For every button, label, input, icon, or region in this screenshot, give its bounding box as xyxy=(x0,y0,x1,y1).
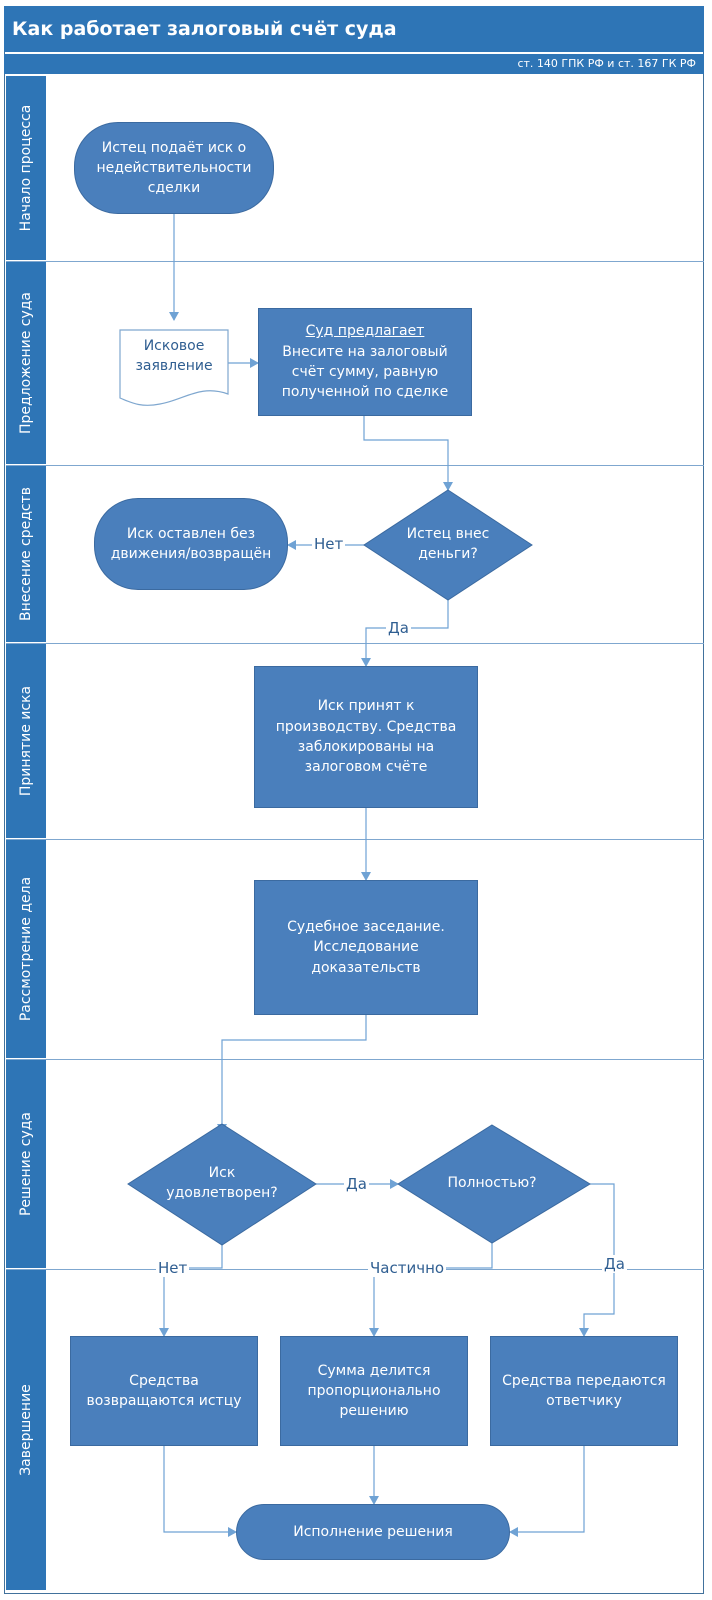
lane-start: Начало процесса xyxy=(6,76,46,260)
decision-fully-label: Полностью? xyxy=(447,1175,537,1192)
connector-offer-to-paid xyxy=(363,416,453,491)
decision-fully-shape xyxy=(397,1124,591,1244)
edge-label-paid-no: Нет xyxy=(312,535,346,553)
decision-paid-label: Истец внес деньги? xyxy=(406,526,490,562)
connector-hearing-to-satisfied xyxy=(217,1015,367,1133)
lane-divider xyxy=(6,465,704,466)
accepted-box: Иск принят к производству. Средства забл… xyxy=(254,666,478,808)
edge-label-partial: Частично xyxy=(368,1259,447,1277)
diagram-title: Как работает залоговый счёт суда xyxy=(4,6,704,52)
lane-deposit: Внесение средств xyxy=(6,466,46,642)
legal-reference: ст. 140 ГПК РФ и ст. 167 ГК РФ xyxy=(4,54,704,74)
defendant-box: Средства передаются ответчику xyxy=(490,1336,678,1446)
lane-completion: Завершение xyxy=(6,1270,46,1590)
claim-document-label: Исковое заявление xyxy=(135,338,213,375)
claim-document-shape xyxy=(119,329,229,406)
execution-terminator: Исполнение решения xyxy=(236,1504,510,1560)
claim-left-terminator: Иск оставлен без движения/возвращён xyxy=(94,498,288,590)
edge-label-satisfied-yes: Да xyxy=(344,1175,369,1193)
lane-divider xyxy=(6,1269,704,1270)
connector-returned-to-exec xyxy=(163,1446,237,1537)
court-offer-heading: Суд предлагает xyxy=(305,323,425,340)
edge-label-satisfied-no: Нет xyxy=(156,1259,190,1277)
lane-decision: Решение суда xyxy=(6,1060,46,1268)
edge-label-paid-yes: Да xyxy=(386,619,411,637)
hearing-box: Судебное заседание. Исследование доказат… xyxy=(254,880,478,1015)
returned-box: Средства возвращаются истцу xyxy=(70,1336,258,1446)
edge-label-fully-yes: Да xyxy=(602,1255,627,1273)
connector-fully-yes xyxy=(579,1183,615,1337)
lane-divider xyxy=(6,643,704,644)
decision-satisfied-label: Иск удовлетворен? xyxy=(166,1165,278,1201)
split-box: Сумма делится пропорционально решению xyxy=(280,1336,468,1446)
lane-divider xyxy=(6,839,704,840)
court-offer-box: Суд предлагает Внесите на залоговый счёт… xyxy=(258,308,472,416)
decision-satisfied-shape xyxy=(127,1123,317,1246)
lane-divider xyxy=(6,1059,704,1060)
connector-partial xyxy=(369,1243,493,1337)
decision-paid-shape xyxy=(363,489,533,601)
lane-acceptance: Принятие иска xyxy=(6,644,46,838)
court-offer-body: Внесите на залоговый счёт сумму, равную … xyxy=(281,343,449,401)
connector-satisfied-no xyxy=(159,1245,223,1337)
lane-hearing: Рассмотрение дела xyxy=(6,840,46,1058)
connector-defendant-to-exec xyxy=(509,1446,585,1537)
start-terminator: Истец подаёт иск о недействительности сд… xyxy=(74,122,274,214)
lane-court-offer: Предложение суда xyxy=(6,262,46,464)
lane-divider xyxy=(6,261,704,262)
